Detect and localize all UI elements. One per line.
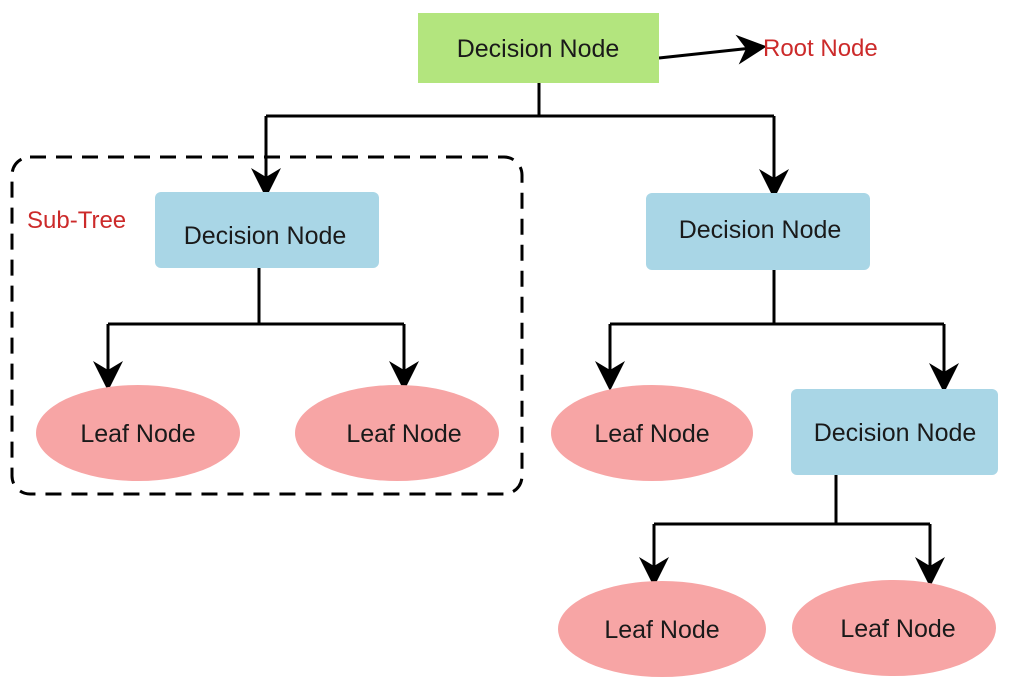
left-decision-box	[155, 192, 379, 268]
right-child-decision-box	[791, 389, 998, 475]
leaf-ellipse	[558, 581, 766, 677]
right-decision-node: Decision Node	[646, 193, 870, 270]
root-node-box	[418, 13, 659, 83]
leaf-label: Leaf Node	[80, 420, 195, 448]
leaf-label: Leaf Node	[604, 616, 719, 644]
leaf-ellipse	[792, 580, 996, 676]
right-child-decision-node: Decision Node	[791, 389, 998, 475]
leaf-node-bottom-right: Leaf Node	[792, 580, 996, 676]
root-node: Decision Node	[418, 13, 659, 83]
left-decision-label: Decision Node	[184, 222, 347, 250]
right-decision-label: Decision Node	[679, 216, 842, 244]
root-node-label: Decision Node	[457, 35, 620, 63]
right-child-decision-label: Decision Node	[814, 419, 977, 447]
root-node-annotation: Root Node	[763, 35, 878, 62]
leaf-ellipse	[36, 385, 240, 481]
right-decision-box	[646, 193, 870, 270]
leaf-ellipse	[295, 385, 499, 481]
root-annotation-arrow	[658, 34, 767, 65]
leaf-label: Leaf Node	[346, 420, 461, 448]
leaf-node-left-right: Leaf Node	[295, 385, 499, 481]
leaf-node-left-left: Leaf Node	[36, 385, 240, 481]
subtree-label: Sub-Tree	[27, 207, 126, 234]
left-decision-node: Decision Node	[155, 192, 379, 268]
leaf-label: Leaf Node	[840, 615, 955, 643]
leaf-label: Leaf Node	[594, 420, 709, 448]
leaf-ellipse	[551, 385, 753, 481]
leaf-node-bottom-left: Leaf Node	[558, 581, 766, 677]
connectors	[93, 34, 959, 587]
leaf-node-right-left: Leaf Node	[551, 385, 753, 481]
